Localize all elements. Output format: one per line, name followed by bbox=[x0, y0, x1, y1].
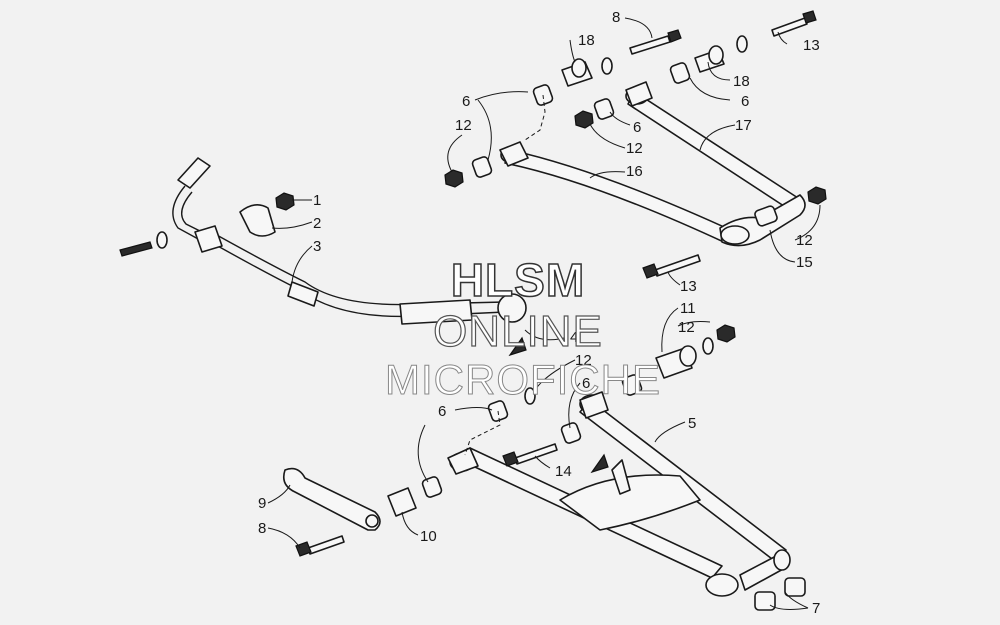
callout-18-right: 18 bbox=[733, 73, 750, 90]
upper-hardware bbox=[444, 10, 827, 279]
callout-3: 3 bbox=[313, 238, 321, 255]
callout-6-center: 6 bbox=[582, 375, 590, 392]
callout-14: 14 bbox=[555, 463, 572, 480]
callout-17: 17 bbox=[735, 117, 752, 134]
direction-arrow bbox=[508, 336, 527, 357]
callout-8-lower: 8 bbox=[258, 520, 266, 537]
callout-12-lower: 12 bbox=[678, 319, 695, 336]
callout-9: 9 bbox=[258, 495, 266, 512]
callout-6-right: 6 bbox=[741, 93, 749, 110]
callout-8-top: 8 bbox=[612, 9, 620, 26]
callout-5: 5 bbox=[688, 415, 696, 432]
direction-arrow bbox=[590, 453, 609, 474]
callout-numbers: 8 18 13 6 12 18 6 6 12 17 16 1 2 3 12 15… bbox=[258, 9, 820, 617]
sway-bar bbox=[119, 157, 527, 325]
callout-15: 15 bbox=[796, 254, 813, 271]
callout-13-top: 13 bbox=[803, 37, 820, 54]
callout-7: 7 bbox=[812, 600, 820, 617]
lower-a-arm bbox=[447, 391, 791, 597]
callout-12-mid: 12 bbox=[626, 140, 643, 157]
callout-2: 2 bbox=[313, 215, 321, 232]
callout-13-mid: 13 bbox=[680, 278, 697, 295]
callout-10: 10 bbox=[420, 528, 437, 545]
callout-11: 11 bbox=[680, 300, 696, 317]
callout-12-center: 12 bbox=[575, 352, 592, 369]
callout-6-mid: 6 bbox=[633, 119, 641, 136]
watermark-line3: MICROFICHE bbox=[385, 356, 661, 403]
callout-6-lower-left: 6 bbox=[438, 403, 446, 420]
callout-18-top: 18 bbox=[578, 32, 595, 49]
callout-4: 4 bbox=[570, 329, 578, 346]
watermark-line1: HLSM bbox=[451, 254, 585, 306]
watermark-line2: ONLINE bbox=[433, 307, 603, 356]
leader-lines bbox=[267, 17, 821, 610]
upper-a-arm bbox=[499, 81, 806, 247]
callout-12-right: 12 bbox=[796, 232, 813, 249]
watermark: HLSM ONLINE MICROFICHE bbox=[385, 253, 661, 403]
callout-1: 1 bbox=[313, 192, 321, 209]
callout-16: 16 bbox=[626, 163, 643, 180]
callout-6-upper-left: 6 bbox=[462, 93, 470, 110]
callout-12-upper-left: 12 bbox=[455, 117, 472, 134]
lower-hardware bbox=[282, 324, 806, 611]
